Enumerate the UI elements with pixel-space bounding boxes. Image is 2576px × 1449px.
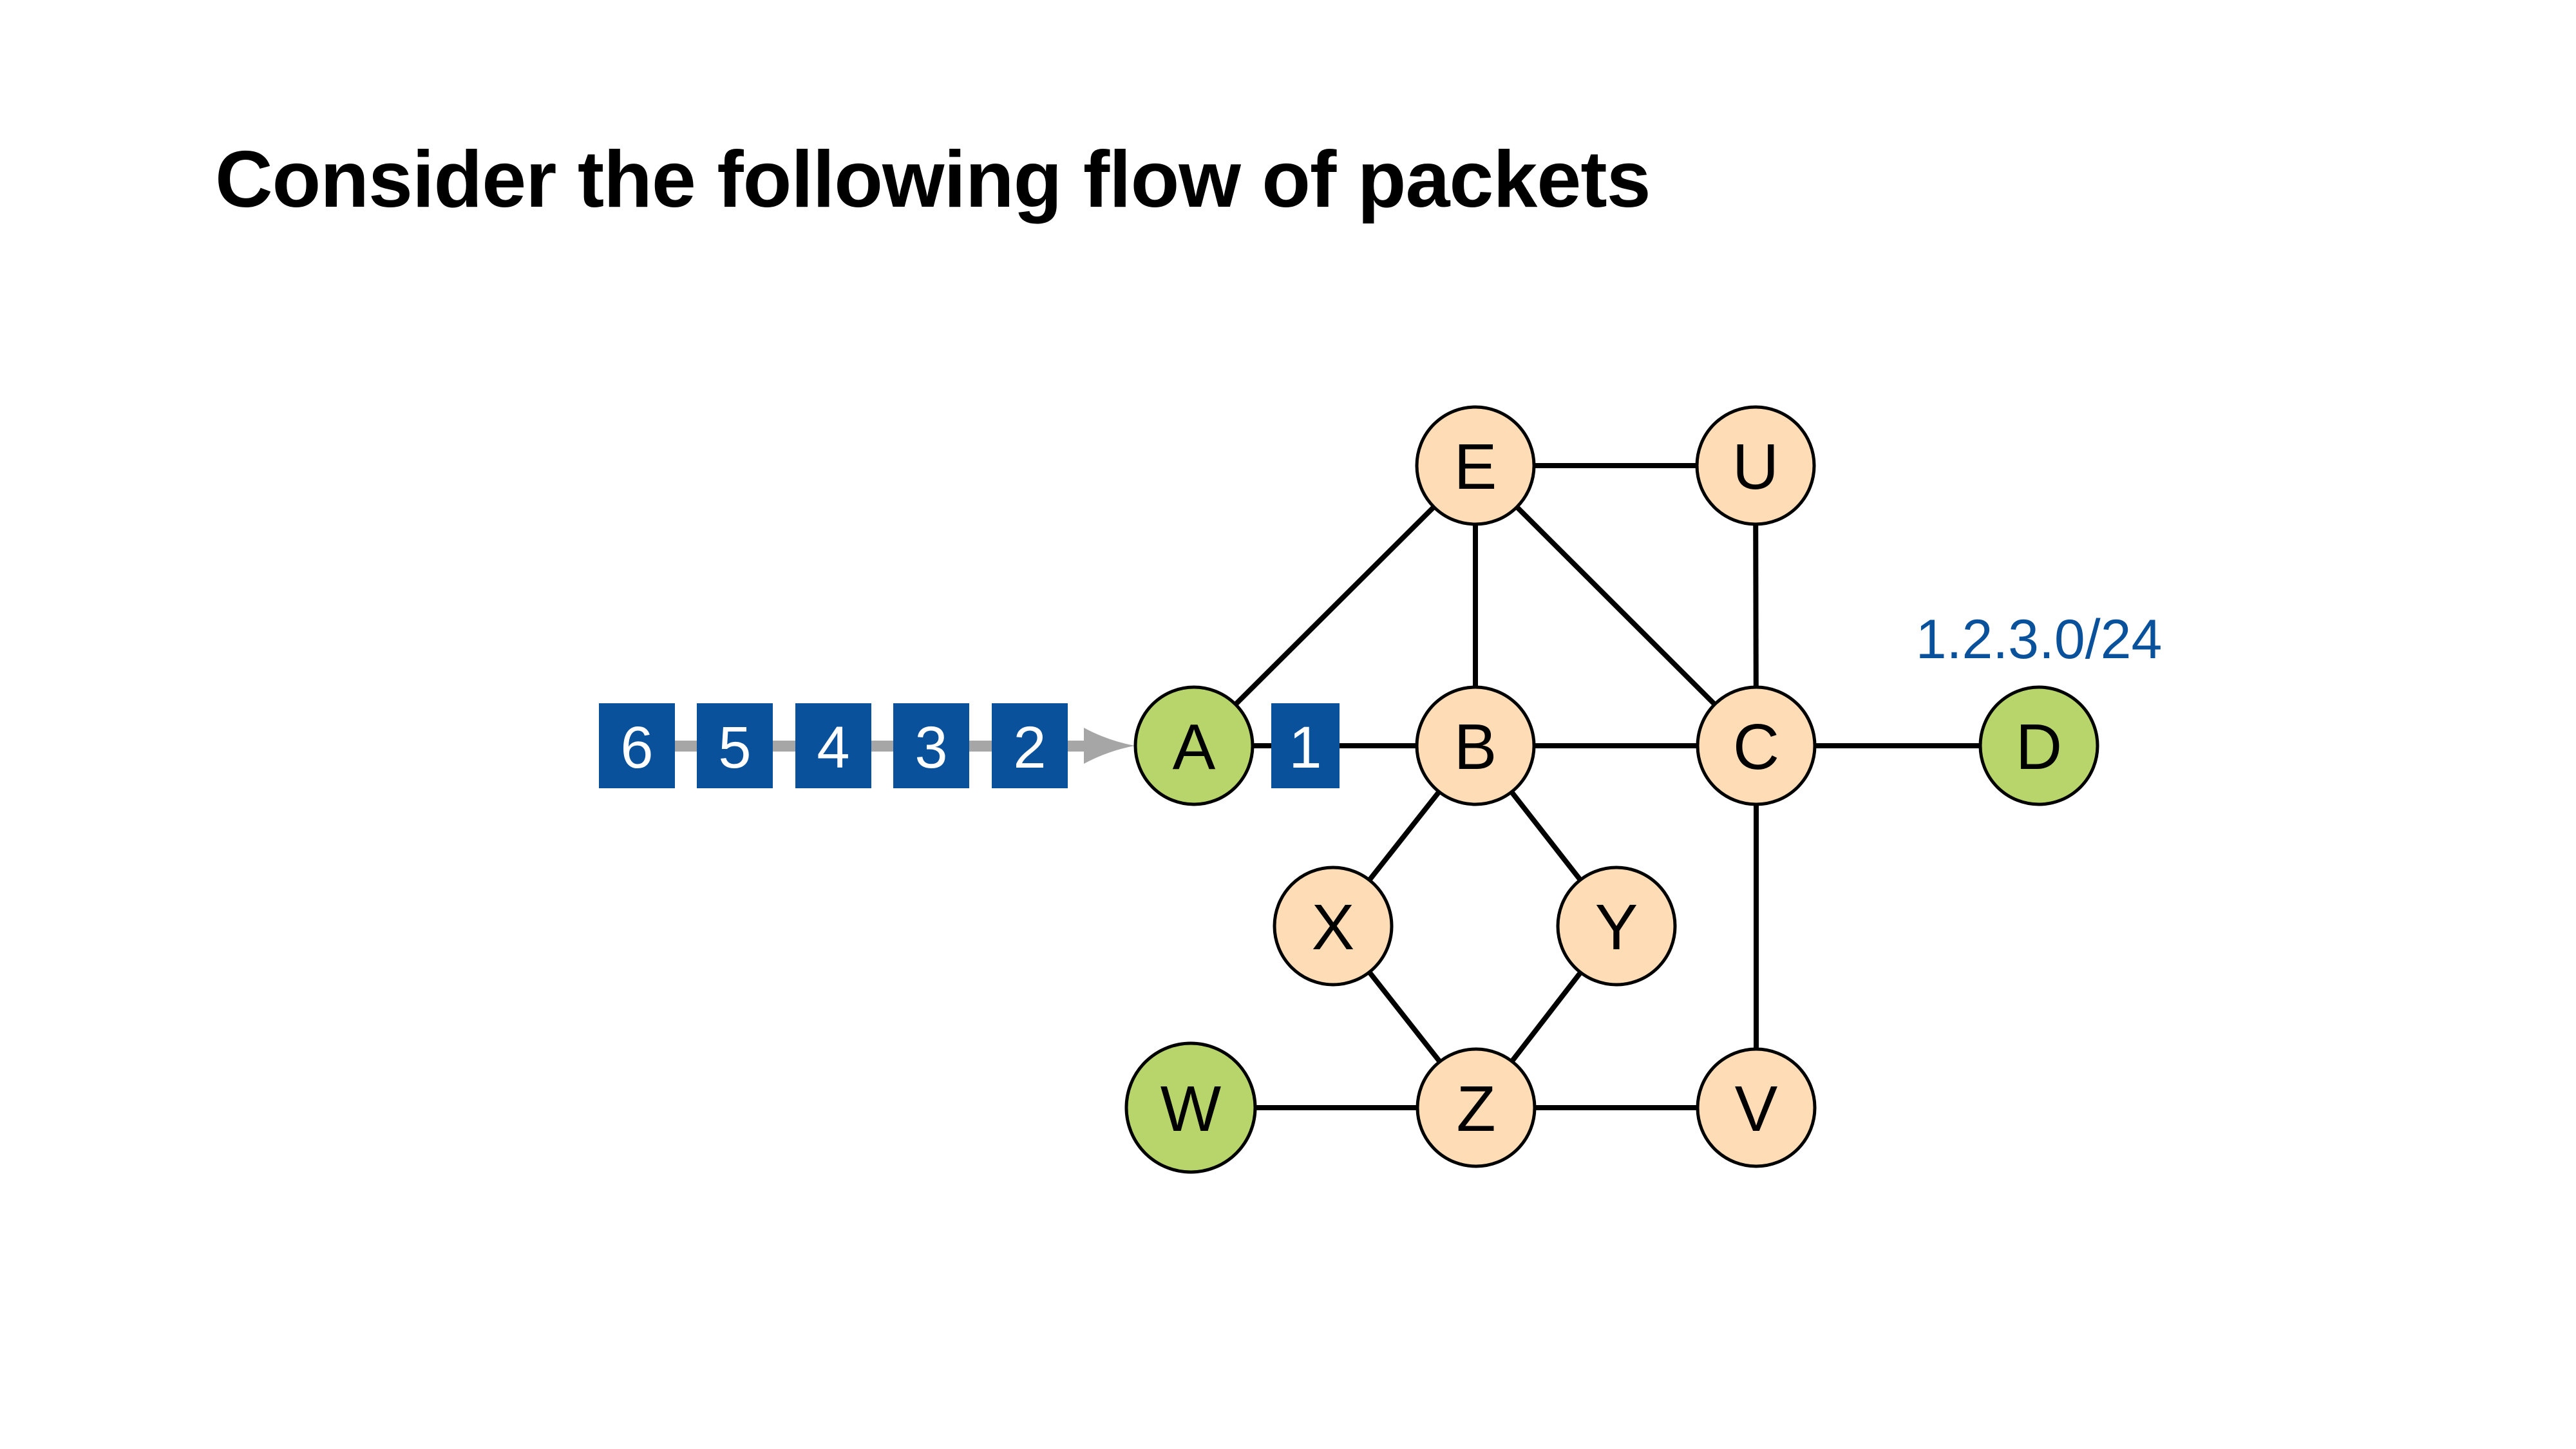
node-label: U [1732,431,1779,503]
packet-number: 6 [620,715,653,781]
flow-arrow-head [1084,728,1135,764]
node-w: W [1124,1041,1257,1174]
node-u: U [1695,405,1816,526]
node-z: Z [1416,1047,1537,1168]
page-title: Consider the following flow of packets [215,135,1651,224]
link-e-a [1192,464,1477,748]
destination-prefix-label: 1.2.3.0/24 [1916,609,2163,670]
router-circle [1696,685,1817,806]
packet-box [893,703,969,788]
packet-box [795,703,871,788]
queued-packets: 6 5 4 3 2 [599,703,1068,788]
packet-1-in-flight: 1 [1271,703,1340,788]
link-e-c [1473,464,1758,748]
node-v: V [1696,1047,1817,1168]
node-label: C [1733,711,1779,783]
packet-number: 2 [1013,715,1046,781]
node-label: B [1454,711,1497,783]
router-circle [1695,405,1816,526]
node-label: X [1312,891,1355,963]
packet-box [697,703,773,788]
node-a: A [1133,685,1255,806]
node-label: Z [1456,1073,1495,1145]
packet-box [599,703,675,788]
router-circle [1415,405,1536,526]
packet-4: 4 [795,703,871,788]
router-circle [1416,1047,1537,1168]
router-circle [1273,866,1394,987]
node-b: B [1415,685,1536,806]
packet-number: 3 [914,715,947,781]
host-circle [1978,685,2099,806]
router-circle [1696,1047,1817,1168]
node-label: Y [1595,891,1638,963]
packet-box [992,703,1068,788]
packet-3: 3 [893,703,969,788]
packet-6: 6 [599,703,675,788]
packet-2: 2 [992,703,1068,788]
node-y: Y [1556,866,1677,987]
node-x: X [1273,866,1394,987]
nodes: E U A B C D X Y W Z V [1124,405,2099,1174]
node-label: W [1160,1073,1222,1145]
packet-number: 5 [718,715,751,781]
host-circle [1133,685,1255,806]
node-label: E [1454,431,1497,503]
packet-5: 5 [697,703,773,788]
packet-number: 4 [817,715,849,781]
packet-box [1271,703,1340,788]
packet-number: 1 [1289,715,1321,781]
node-label: V [1735,1073,1778,1145]
node-label: A [1173,711,1216,783]
node-c: C [1696,685,1817,806]
router-circle [1556,866,1677,987]
node-d: D [1978,685,2099,806]
node-e: E [1415,405,1536,526]
router-circle [1415,685,1536,806]
node-label: D [2016,711,2062,783]
host-circle [1124,1041,1257,1174]
